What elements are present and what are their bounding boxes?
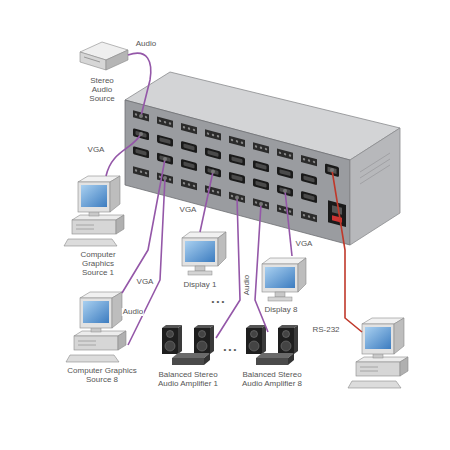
illustration-part	[205, 165, 221, 177]
illustration-part	[246, 325, 298, 365]
illustration-part	[360, 153, 390, 172]
illustration-part	[106, 50, 128, 70]
rear-panel-ports	[133, 110, 346, 230]
illustration-part	[182, 232, 226, 275]
device-label: Computer Graphics Source 1	[74, 250, 122, 278]
illustration-part	[139, 132, 143, 136]
cable-label: Audio	[122, 308, 144, 316]
illustration-part	[235, 196, 239, 200]
device-name: Display 1	[175, 280, 225, 289]
illustration-part	[84, 57, 100, 62]
illustration-part	[229, 172, 245, 184]
illustration-part	[350, 128, 400, 245]
illustration-part	[80, 52, 106, 70]
signal-cables	[106, 53, 292, 345]
illustration-part	[133, 166, 149, 177]
illustration-part	[181, 141, 197, 153]
illustration-part	[283, 189, 287, 193]
illustration-part	[64, 176, 124, 246]
illustration-part	[66, 292, 126, 362]
illustration-part	[259, 202, 263, 206]
device-name: Balanced Stereo Audio Amplifier 1	[150, 370, 226, 388]
audio-source-device	[80, 42, 128, 70]
illustration-part	[332, 205, 342, 215]
illustration-part	[163, 176, 167, 180]
device-label: Display 8	[256, 305, 306, 314]
ellipsis-mark: • • •	[211, 298, 226, 306]
device-name: Computer Graphics Source 8	[66, 366, 138, 384]
illustration-part	[181, 123, 197, 134]
illustration-part	[122, 159, 165, 293]
ellipsis-mark: • • •	[223, 346, 238, 354]
cable-plugs	[139, 114, 334, 206]
cable-label: Audio	[135, 40, 157, 48]
cable-label: RS-232	[311, 326, 340, 334]
rs232-cable	[332, 170, 362, 332]
illustration-part	[181, 159, 197, 171]
illustration-part	[205, 147, 221, 159]
illustration-part	[133, 128, 149, 140]
device-label: Balanced Stereo Audio Amplifier 8	[234, 370, 310, 388]
device-label: Display 1	[175, 280, 225, 289]
illustration-part	[253, 160, 269, 172]
illustration-part	[200, 172, 213, 233]
illustration-part	[229, 154, 245, 166]
illustration-part	[157, 135, 173, 147]
illustration-part	[277, 149, 293, 160]
illustration-part	[157, 117, 173, 128]
illustration-part	[262, 258, 306, 301]
illustration-part	[163, 157, 167, 161]
illustration-part	[229, 136, 245, 147]
cable-label: VGA	[295, 240, 314, 248]
illustration-part	[205, 129, 221, 140]
device-label: Stereo Audio Source	[84, 76, 120, 104]
device-label: Computer Graphics Source 8	[66, 366, 138, 384]
illustration-part	[181, 179, 197, 190]
cable-label: VGA	[179, 206, 198, 214]
illustration-part	[325, 163, 339, 177]
device-name: Computer Graphics Source 1	[74, 250, 122, 278]
illustration-part	[133, 110, 149, 121]
illustration-part	[360, 159, 390, 178]
cable-label: VGA	[136, 278, 155, 286]
illustration-part	[106, 134, 141, 176]
illustration-part	[162, 325, 214, 365]
illustration-part	[216, 198, 240, 339]
illustration-part	[128, 53, 151, 116]
illustration-part	[301, 155, 317, 166]
illustration-part	[133, 146, 149, 158]
cable-label: VGA	[87, 146, 106, 154]
illustration-part	[330, 168, 334, 172]
illustration-part	[211, 170, 215, 174]
device-label: Balanced Stereo Audio Amplifier 1	[150, 370, 226, 388]
illustration-part	[139, 114, 143, 118]
cable-label: Audio	[243, 274, 251, 296]
illustration-part	[301, 191, 317, 203]
illustration-part	[285, 191, 292, 256]
device-name: Balanced Stereo Audio Amplifier 8	[234, 370, 310, 388]
illustration-part	[277, 205, 293, 216]
illustration-part	[360, 165, 390, 184]
device-name: Display 8	[256, 305, 306, 314]
matrix-switcher	[125, 72, 400, 245]
illustration-part	[128, 178, 165, 345]
illustration-part	[360, 153, 390, 184]
illustration-part	[301, 211, 317, 222]
illustration-part	[253, 178, 269, 190]
illustration-part	[253, 142, 269, 153]
illustration-part	[301, 173, 317, 185]
illustration-part	[277, 167, 293, 179]
device-name: Stereo Audio Source	[84, 76, 120, 104]
